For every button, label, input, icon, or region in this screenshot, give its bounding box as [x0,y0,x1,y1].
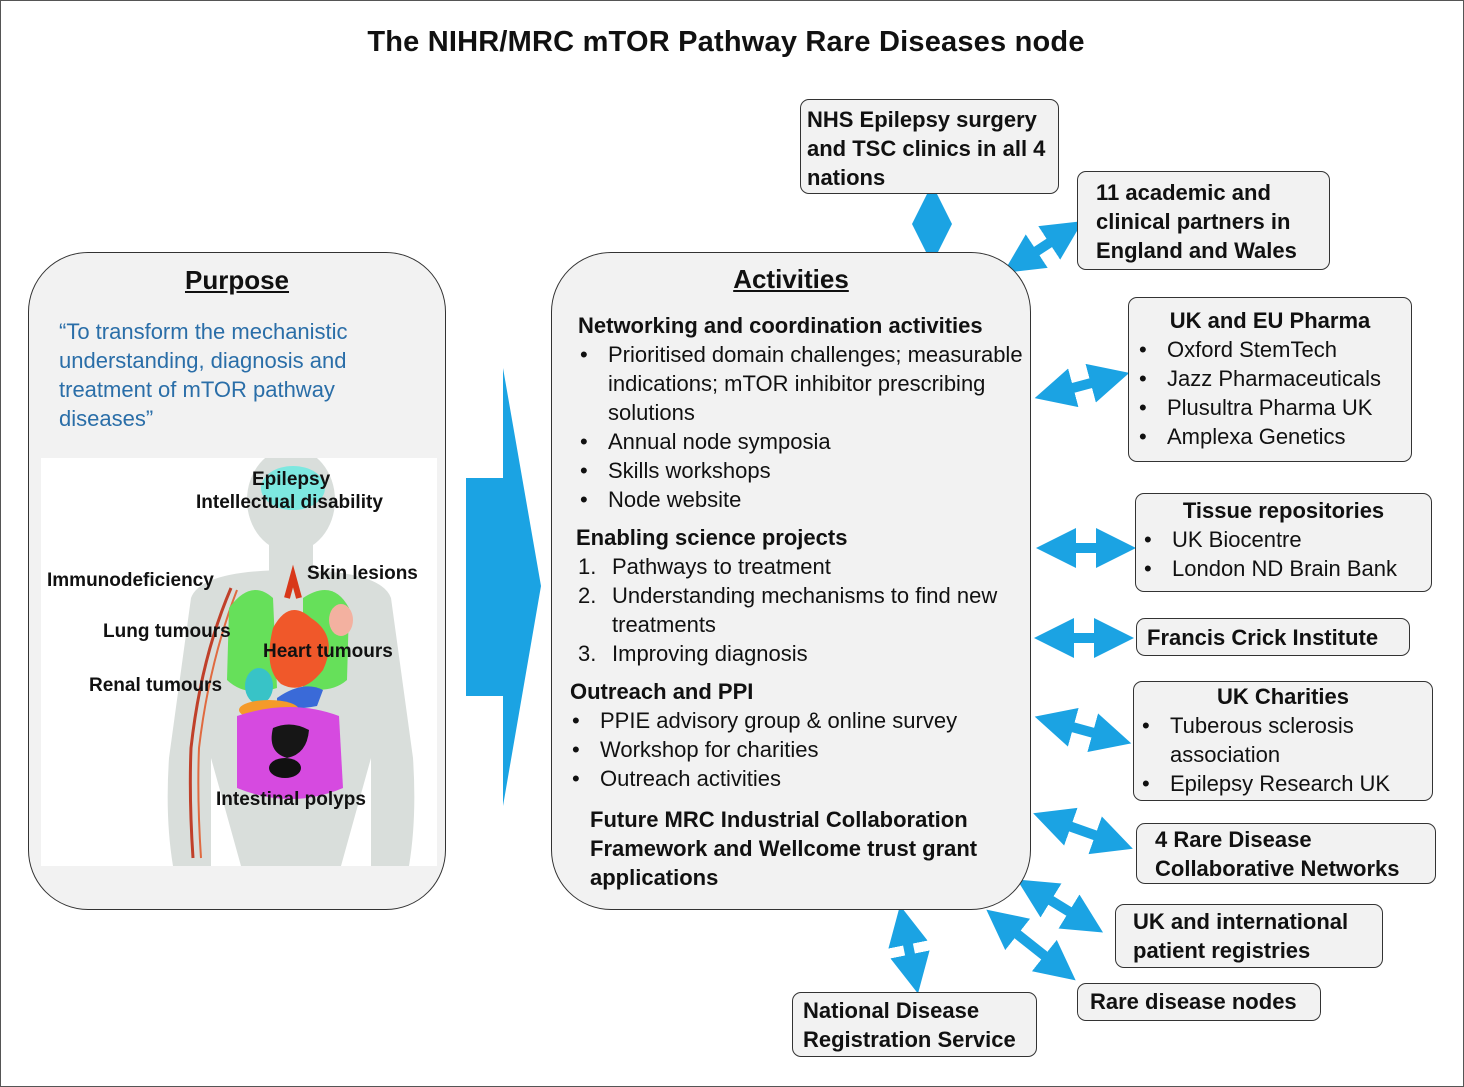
list-item: •Node website [580,487,742,512]
charities-heading: UK Charities [1216,684,1350,709]
list-item: •Workshop for charities [572,737,819,762]
arrow-nodes [986,909,1076,981]
label-intestinal-polyps: Intestinal polyps [216,789,366,810]
pharma-box: UK and EU Pharma •Oxford StemTech •Jazz … [1128,297,1412,462]
list-item: •Epilepsy Research UK [1142,771,1391,796]
uk-charities-box: UK Charities •Tuberous sclerosis associa… [1133,681,1433,801]
list-item: 2.Understanding mechanisms to find new t… [578,583,998,637]
list-item: •UK Biocentre [1144,527,1302,552]
list-item: 3.Improving diagnosis [578,641,808,666]
ndrs-box: National Disease Registration Service [792,992,1037,1057]
academic-partners-box: 11 academic and clinical partners in Eng… [1077,171,1330,270]
human-body-illustration: Epilepsy Intellectual disability Immunod… [41,448,437,866]
future-grants-text: Future MRC Industrial Collaboration Fram… [590,807,978,890]
networking-heading: Networking and coordination activities [578,313,983,338]
arrow-networks [1033,807,1133,855]
label-intellectual-disability: Intellectual disability [196,492,383,513]
activities-panel: Activities Networking and coordination a… [551,252,1031,910]
diagram-title: The NIHR/MRC mTOR Pathway Rare Diseases … [367,26,1085,58]
purpose-to-activities-arrow [466,368,541,806]
arrow-charities [1034,708,1132,752]
enabling-section: Enabling science projects 1.Pathways to … [576,523,1022,668]
networking-section: Networking and coordination activities •… [578,311,1024,514]
rare-disease-nodes-box: Rare disease nodes [1077,983,1321,1021]
list-item: •Plusultra Pharma UK [1139,395,1373,420]
list-item: •Annual node symposia [580,429,831,454]
list-item: •Skills workshops [580,458,771,483]
purpose-heading: Purpose [184,265,290,295]
label-epilepsy: Epilepsy [252,469,331,490]
label-immunodeficiency: Immunodeficiency [47,570,214,591]
list-item: •Jazz Pharmaceuticals [1139,366,1381,391]
outreach-section: Outreach and PPI •PPIE advisory group & … [570,677,1020,793]
arrow-registries [1016,879,1104,933]
outreach-heading: Outreach and PPI [570,679,754,704]
label-lung-tumours: Lung tumours [103,621,231,642]
list-item: •Outreach activities [572,766,781,791]
arrow-ndrs [888,905,930,994]
purpose-quote: “To transform the mechanistic understand… [59,319,348,431]
list-item: 1.Pathways to treatment [578,554,831,579]
patient-registries-box: UK and international patient registries [1115,904,1383,968]
label-skin-lesions: Skin lesions [307,563,418,584]
list-item: •London ND Brain Bank [1144,556,1398,581]
activities-heading: Activities [733,264,849,294]
list-item: •Amplexa Genetics [1139,424,1346,449]
tissue-repositories-box: Tissue repositories •UK Biocentre •Londo… [1135,493,1432,592]
arrow-pharma [1034,363,1130,408]
label-renal-tumours: Renal tumours [89,675,223,696]
tissue-heading: Tissue repositories [1182,498,1385,523]
francis-crick-box: Francis Crick Institute [1136,618,1410,656]
list-item: •Tuberous sclerosis association [1142,713,1354,767]
purpose-panel: Purpose “To transform the mechanistic un… [28,252,446,910]
list-item: •Prioritised domain challenges; measurab… [580,342,1023,425]
pharma-heading: UK and EU Pharma [1169,308,1371,333]
nhs-clinics-box: NHS Epilepsy surgery and TSC clinics in … [800,99,1059,194]
list-item: •PPIE advisory group & online survey [572,708,958,733]
arrow-academic [1003,221,1083,273]
enabling-heading: Enabling science projects [576,525,848,550]
label-heart-tumours: Heart tumours [263,641,393,662]
rare-disease-networks-box: 4 Rare Disease Collaborative Networks [1136,823,1436,884]
list-item: •Oxford StemTech [1139,337,1337,362]
body-organs-drawing [167,448,415,866]
